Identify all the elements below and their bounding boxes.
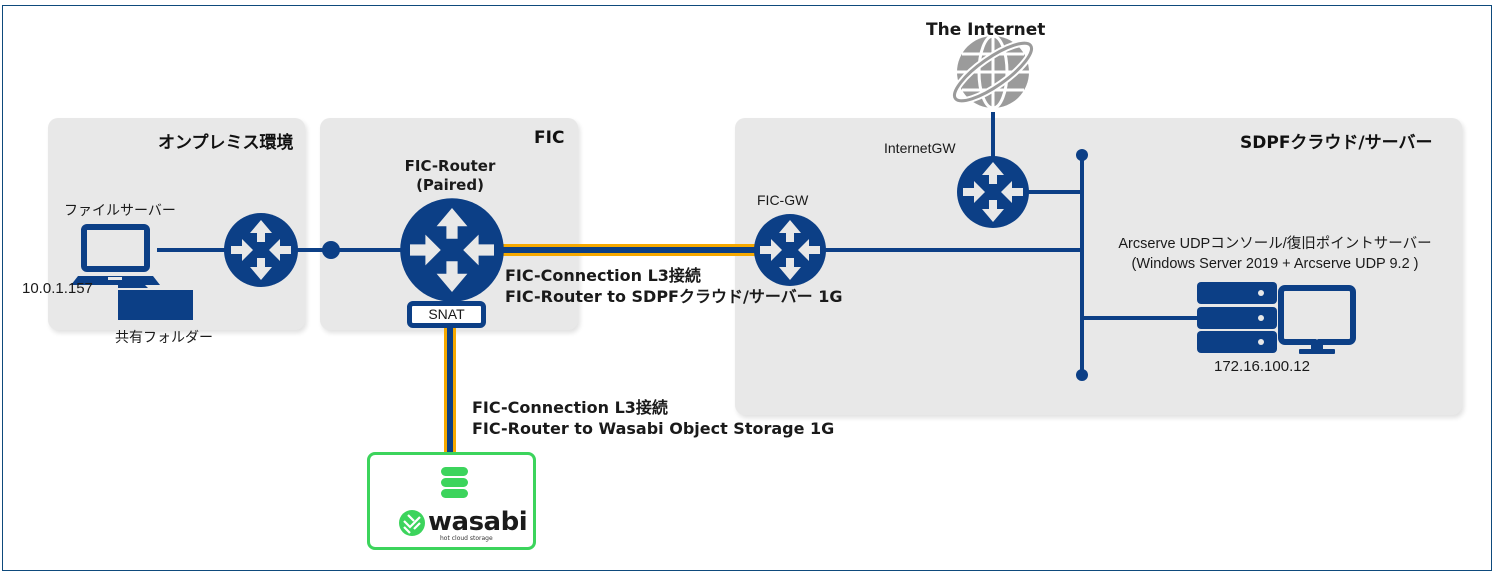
server-label: Arcserve UDPコンソール/復旧ポイントサーバー (Windows Se… (1090, 234, 1460, 274)
internet-gw-router-icon (957, 156, 1029, 228)
fic-panel-title: FIC (534, 128, 565, 148)
server-label-line2: (Windows Server 2019 + Arcserve UDP 9.2 … (1131, 256, 1419, 272)
globe-icon (950, 34, 1036, 110)
fic-router-label: FIC-Router (Paired) (380, 157, 520, 195)
fic-gw-router-icon (754, 214, 826, 286)
link-fic-wasabi-core (447, 328, 453, 452)
bus-top-dot (1076, 149, 1088, 161)
bus-bottom-dot (1076, 369, 1088, 381)
onprem-panel-title: オンプレミス環境 (158, 133, 294, 153)
sdpf-connection-label: FIC-Connection L3接続 FIC-Router to SDPFクラ… (505, 265, 843, 307)
server-ip: 172.16.100.12 (1214, 358, 1310, 375)
wasabi-connection-line1: FIC-Connection L3接続 (472, 398, 668, 417)
onprem-router-icon (224, 213, 298, 287)
fic-router-label-line2: (Paired) (416, 176, 484, 194)
fic-router-label-line1: FIC-Router (404, 157, 496, 175)
shared-folder-icon (118, 282, 193, 320)
shared-folder-label: 共有フォルダー (115, 329, 213, 345)
wasabi-connection-line2: FIC-Router to Wasabi Object Storage 1G (472, 419, 835, 438)
fic-gw-label: FIC-GW (757, 192, 809, 208)
diagram-frame (2, 5, 1492, 571)
server-label-line1: Arcserve UDPコンソール/復旧ポイントサーバー (1118, 236, 1432, 252)
file-server-label: ファイルサーバー (64, 202, 176, 218)
sdpf-panel (735, 118, 1462, 415)
wasabi-tagline: hot cloud storage (440, 535, 493, 542)
laptop-icon (71, 224, 160, 285)
monitor-icon (1278, 285, 1356, 354)
link-fic-sdpf-core (500, 247, 760, 253)
sdpf-connection-line1: FIC-Connection L3接続 (505, 266, 701, 285)
wasabi-connection-label: FIC-Connection L3接続 FIC-Router to Wasabi… (472, 397, 834, 439)
sdpf-connection-line2: FIC-Router to SDPFクラウド/サーバー 1G (505, 287, 843, 306)
file-server-ip: 10.0.1.157 (22, 280, 93, 297)
internet-gw-label: InternetGW (884, 140, 956, 156)
server-icon (1197, 282, 1277, 353)
fic-router-icon (400, 198, 504, 302)
junction-dot (322, 241, 340, 259)
snat-badge: SNAT (407, 301, 486, 328)
sdpf-panel-title: SDPFクラウド/サーバー (1240, 133, 1433, 153)
internet-label: The Internet (926, 20, 1046, 40)
wasabi-brand-text: wasabi (428, 507, 528, 537)
